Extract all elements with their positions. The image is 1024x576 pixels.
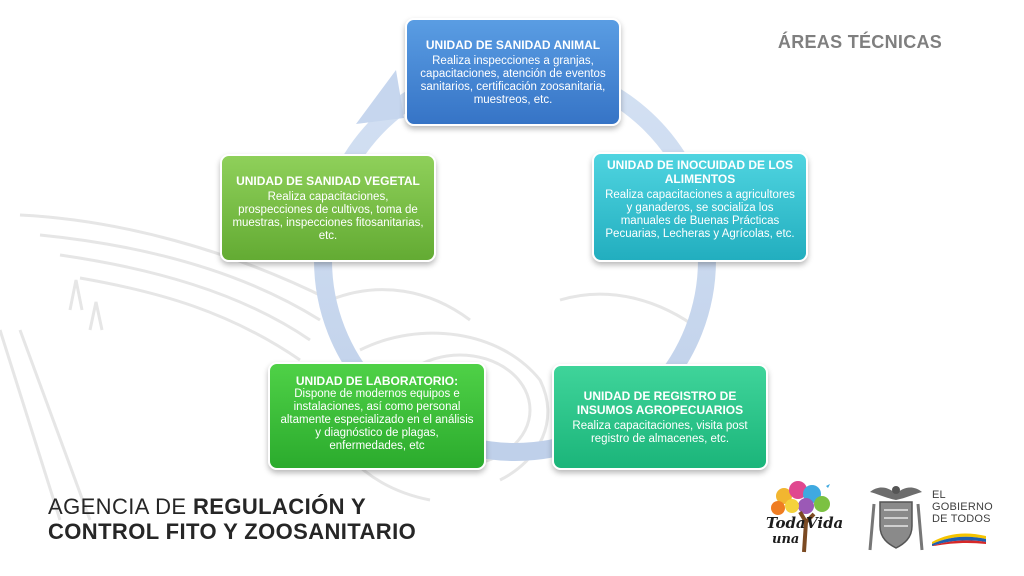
gobierno-de-todos-text: EL GOBIERNO DE TODOS bbox=[932, 489, 993, 525]
agency-line-1-bold: REGULACIÓN Y bbox=[193, 494, 367, 519]
toda-una-vida-logo: Toda una Vida bbox=[760, 478, 844, 554]
unit-description: Realiza capacitaciones, visita post regi… bbox=[572, 419, 748, 445]
gob-line-2: GOBIERNO bbox=[932, 501, 993, 513]
logo-word-toda: Toda bbox=[766, 514, 806, 532]
unit-title: UNIDAD DE LABORATORIO: bbox=[295, 374, 459, 388]
agency-name: AGENCIA DE REGULACIÓN Y CONTROL FITO Y Z… bbox=[48, 494, 416, 544]
unit-description: Realiza capacitaciones, prospecciones de… bbox=[232, 190, 424, 242]
unit-title: UNIDAD DE SANIDAD VEGETAL bbox=[236, 173, 420, 188]
unit-description: Realiza capacitaciones a agricultores y … bbox=[605, 189, 795, 240]
unit-inocuidad-alimentos: UNIDAD DE INOCUIDAD DE LOS ALIMENTOS Rea… bbox=[592, 152, 808, 262]
gob-line-3: DE TODOS bbox=[932, 513, 991, 525]
unit-description: Dispone de modernos equipos e instalacio… bbox=[280, 388, 474, 452]
unit-title: UNIDAD DE SANIDAD ANIMAL bbox=[425, 37, 601, 52]
tree-icon bbox=[771, 481, 830, 553]
cycle-arrowhead bbox=[356, 70, 404, 124]
agency-line-2: CONTROL FITO Y ZOOSANITARIO bbox=[48, 519, 417, 544]
unit-title: UNIDAD DE INOCUIDAD DE LOS ALIMENTOS bbox=[606, 158, 793, 186]
agency-line-1-prefix: AGENCIA DE bbox=[48, 494, 193, 519]
logo-word-vida: Vida bbox=[806, 514, 844, 532]
agency-line-1: AGENCIA DE REGULACIÓN Y bbox=[48, 494, 416, 519]
unit-laboratorio: UNIDAD DE LABORATORIO: Dispone de modern… bbox=[268, 362, 486, 470]
unit-sanidad-animal: UNIDAD DE SANIDAD ANIMAL Realiza inspecc… bbox=[405, 18, 621, 126]
logo-word-una: una bbox=[772, 532, 800, 547]
unit-sanidad-vegetal: UNIDAD DE SANIDAD VEGETAL Realiza capaci… bbox=[220, 154, 436, 262]
gob-line-1: EL bbox=[932, 489, 946, 501]
flag-swoosh-icon bbox=[932, 533, 986, 546]
unit-registro-insumos: UNIDAD DE REGISTRO DE INSUMOS AGROPECUAR… bbox=[552, 364, 768, 470]
coat-of-arms-icon bbox=[868, 486, 924, 551]
section-title: ÁREAS TÉCNICAS bbox=[777, 32, 943, 52]
unit-description: Realiza inspecciones a granjas, capacita… bbox=[420, 54, 606, 106]
unit-title: UNIDAD DE REGISTRO DE INSUMOS AGROPECUAR… bbox=[576, 388, 744, 417]
